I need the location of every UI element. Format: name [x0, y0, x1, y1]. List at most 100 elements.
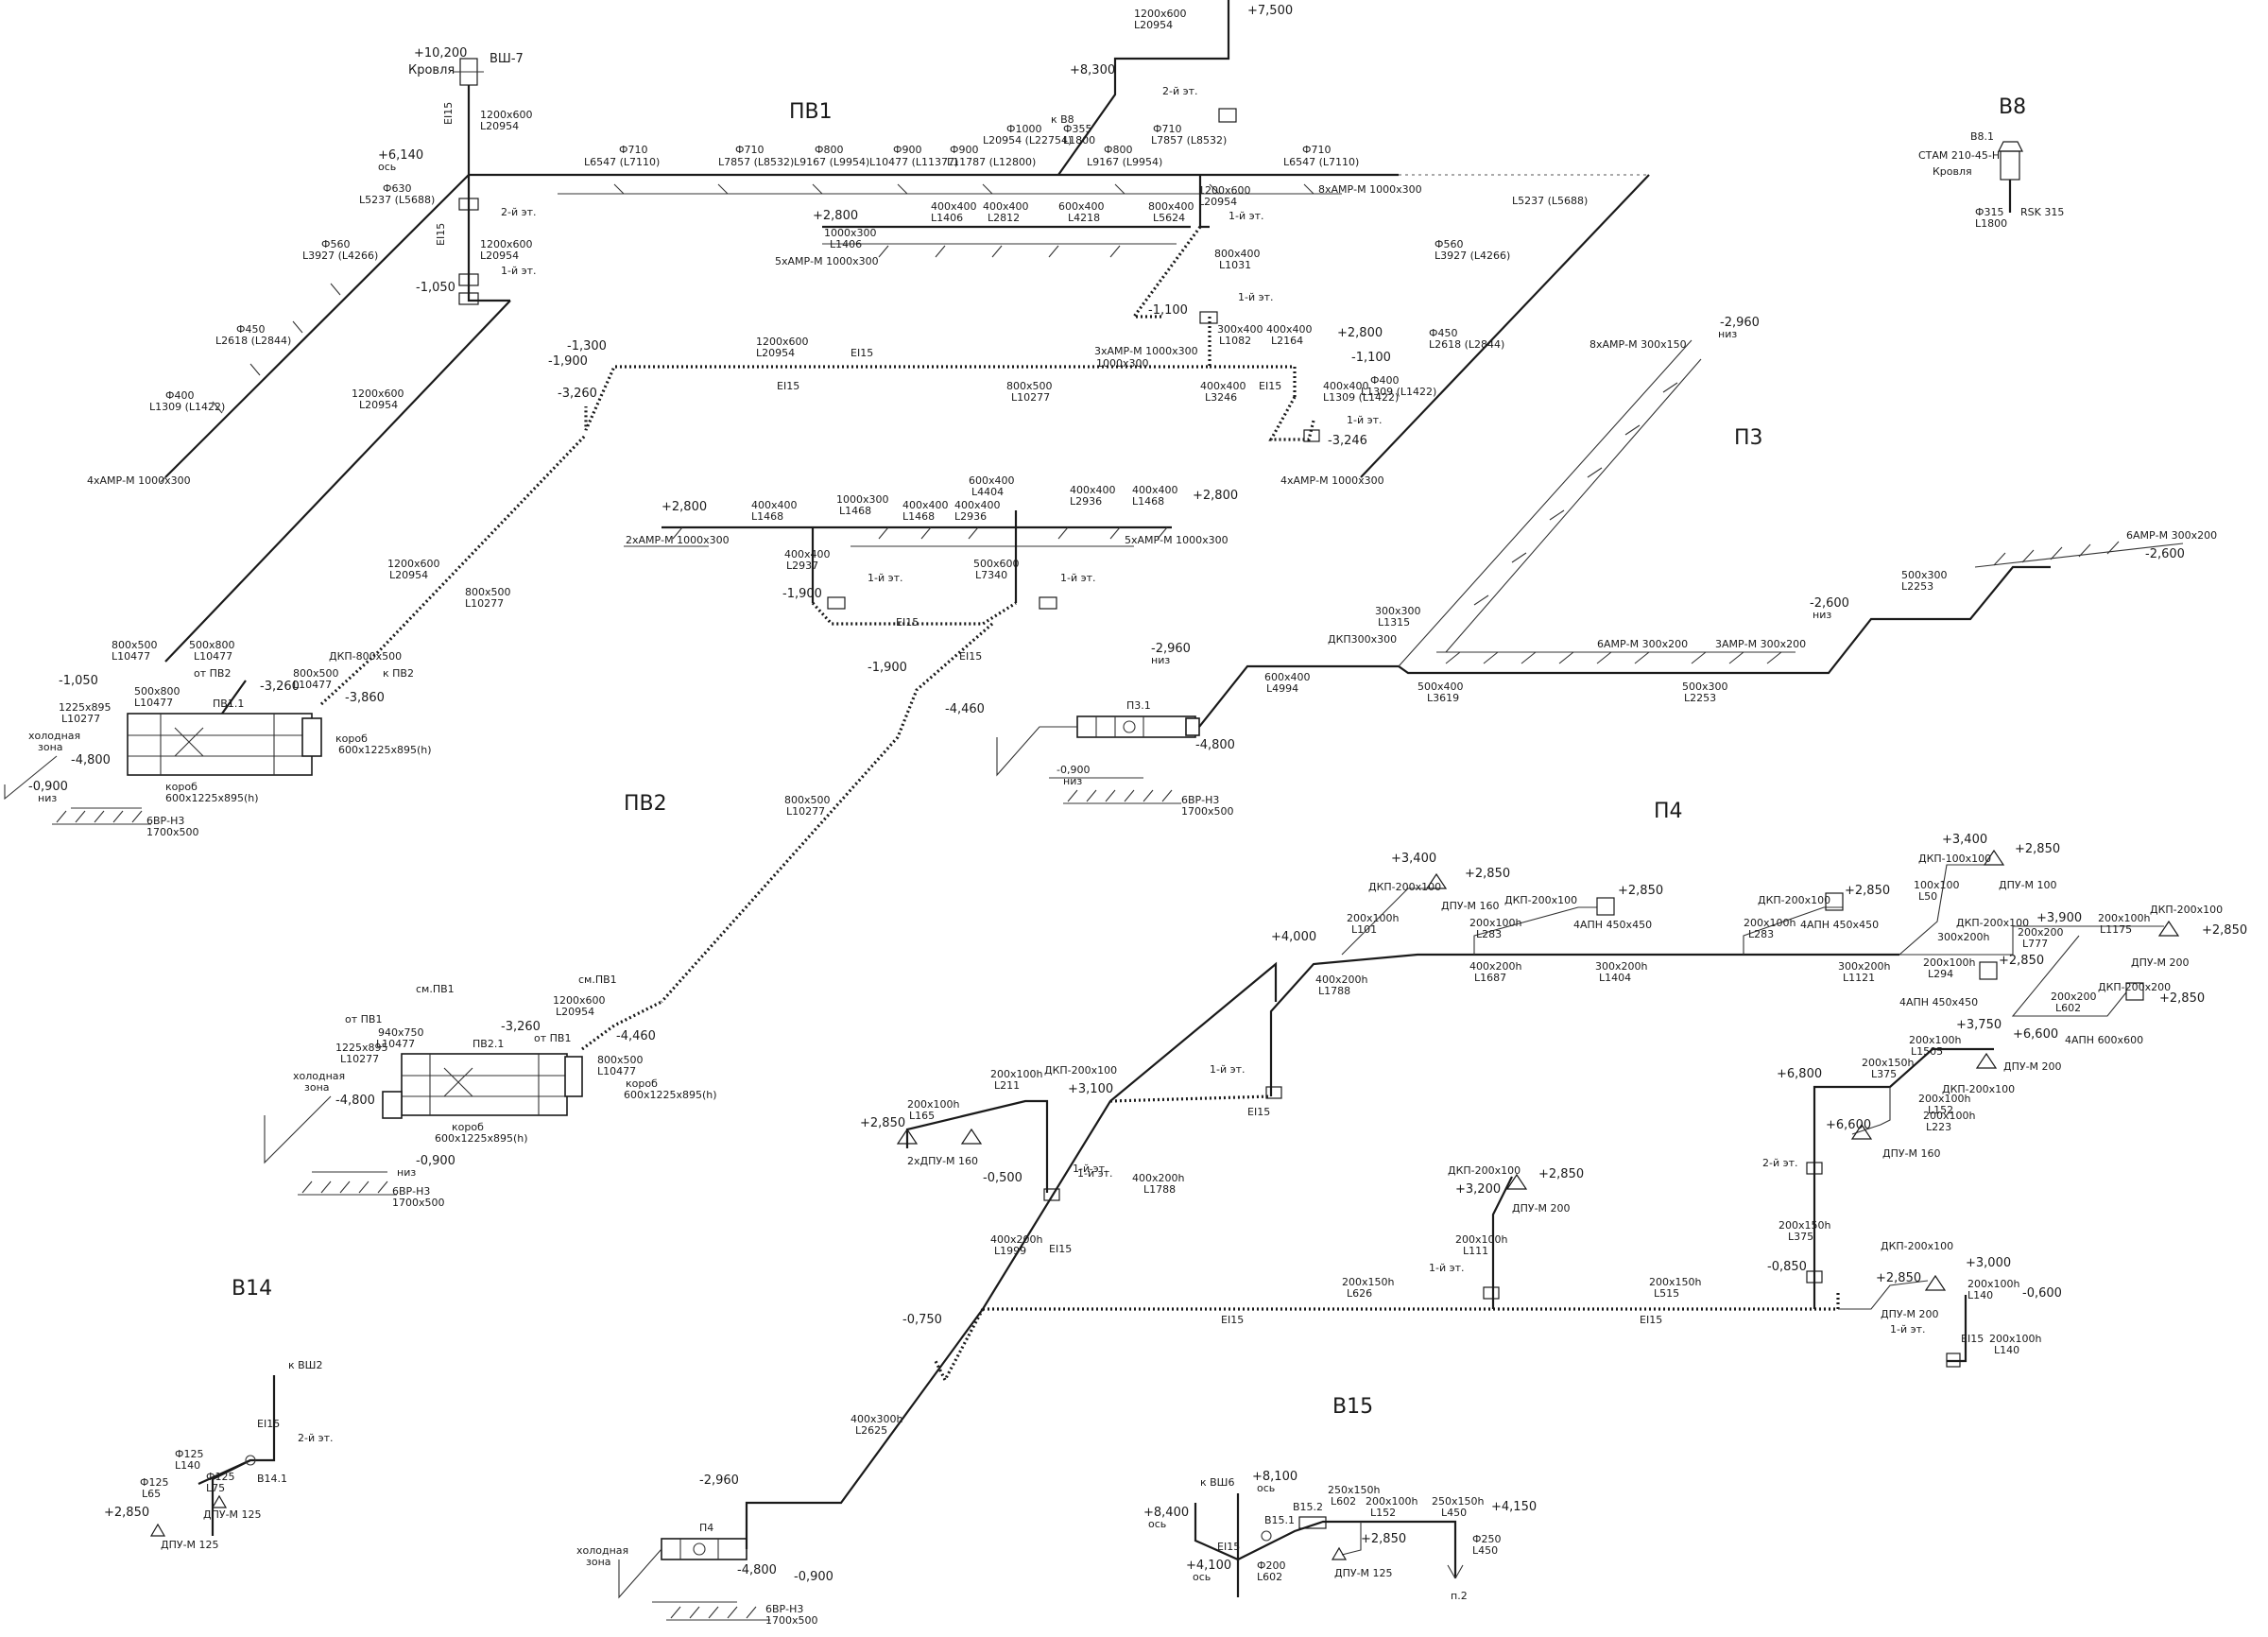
duct-size: 200x100h	[990, 1068, 1043, 1080]
duct-size: 800x500	[784, 794, 831, 806]
duct-diameter: Ф400	[165, 389, 194, 402]
damper-label: ДКП-200x100	[1942, 1083, 2015, 1095]
elev-label: +8,300	[1070, 63, 1115, 78]
damper-label: ДКП-200x200	[2098, 981, 2171, 993]
floor-label: 1-й эт.	[1238, 291, 1274, 303]
duct-size: 200x100h	[1347, 912, 1400, 924]
duct-size: 400x400	[751, 499, 798, 511]
duct-length: L9167 (L9954)	[794, 156, 869, 168]
unit-label: П4	[699, 1522, 713, 1534]
title-p3: П3	[1734, 426, 1763, 450]
duct-size: 400x400	[1266, 323, 1313, 336]
duct-size: 1200x600	[387, 558, 440, 570]
duct-diameter: Ф450	[1429, 327, 1457, 339]
elev-label: +6,600	[2013, 1027, 2058, 1042]
diffuser-label: ДПУ-М 125	[1334, 1567, 1393, 1579]
system-b14: к ВШ2 EI15 2-й эт. В14.1 Ф125 L140 Ф125 …	[104, 1359, 334, 1551]
damper-label: ДКП-200x100	[1881, 1240, 1953, 1252]
diffuser-label: ДПУ-М 160	[1441, 900, 1500, 912]
link-label: см.ПВ1	[578, 974, 617, 986]
duct-length: L1468	[902, 510, 935, 523]
duct-length: L6547 (L7110)	[1283, 156, 1359, 168]
duct-diameter: Ф710	[619, 144, 647, 156]
fire-rating: EI15	[1049, 1243, 1072, 1255]
system-p4: П4 -2,960 холодная зона -4,800 -0,900 6В…	[576, 833, 2247, 1627]
grille-label: 6ВР-Н3	[1181, 794, 1219, 806]
duct-size: 1200x600	[553, 994, 606, 1007]
duct-diameter: Ф710	[735, 144, 764, 156]
duct-length: L111	[1463, 1245, 1488, 1257]
grille-dim: 1700x500	[392, 1197, 445, 1209]
box-dim: 600x1225x895(h)	[624, 1089, 717, 1101]
duct-length: L75	[206, 1482, 225, 1494]
grilles-pv2	[672, 526, 1168, 540]
duct-length: L20954	[480, 120, 519, 132]
elev-label: -1,900	[782, 587, 822, 601]
valve-label: RSK 315	[2020, 206, 2064, 218]
branch-label: к В8	[1051, 113, 1074, 126]
duct-length: L10477	[194, 650, 232, 663]
fire-rating: EI15	[435, 223, 447, 246]
elev-label: -1,900	[548, 354, 588, 369]
unit-label: П3.1	[1126, 699, 1151, 712]
link-label: от ПВ2	[194, 667, 231, 680]
zone-label: холодная	[28, 730, 80, 742]
box-dim: 600x1225x895(h)	[165, 792, 259, 804]
duct-length: L283	[1476, 928, 1502, 940]
grille-label: 5хАМР-М 1000х300	[1125, 534, 1228, 546]
duct-length: L20954	[1198, 196, 1237, 208]
duct-size: 200x100h	[1469, 917, 1522, 929]
duct-size: 400x400	[902, 499, 949, 511]
duct-length: L10277	[786, 805, 825, 818]
duct-size: 600x400	[1264, 671, 1311, 683]
floor-label: 2-й эт.	[1162, 85, 1198, 97]
duct-size: 300x200h	[1838, 960, 1891, 973]
note-label: п.2	[1451, 1590, 1468, 1602]
duct-size: 400x300h	[850, 1413, 903, 1425]
duct-size: 400x400	[1323, 380, 1369, 392]
duct-length: L2625	[855, 1424, 887, 1437]
grilles-top	[613, 183, 1314, 195]
duct-size: 800x500	[293, 667, 339, 680]
duct-size: 250x150h	[1432, 1495, 1485, 1508]
elev-label: +2,850	[1361, 1532, 1406, 1546]
elev-label: +2,850	[1845, 884, 1890, 898]
unit-p31	[1076, 715, 1200, 738]
fire-rating: EI15	[257, 1418, 280, 1430]
elev-label: -3,860	[345, 691, 385, 705]
elev-label: -4,800	[737, 1563, 777, 1577]
duct-length: L165	[909, 1110, 935, 1122]
elev-label: +2,800	[1193, 489, 1238, 503]
damper-label: ДКП300x300	[1328, 633, 1397, 646]
elev-label: +2,850	[860, 1116, 905, 1130]
duct-length: L20954	[389, 569, 428, 581]
duct-length: L3927 (L4266)	[1435, 250, 1510, 262]
floor-label: 1-й эт.	[1890, 1323, 1926, 1335]
duct-length: L101	[1351, 923, 1377, 936]
duct-size: 400x200h	[1132, 1172, 1185, 1184]
title-b14: В14	[232, 1277, 272, 1301]
bottom-label: низ	[1813, 609, 1831, 621]
unit-p4	[661, 1538, 747, 1560]
duct-size: 500x300	[1682, 681, 1728, 693]
intake-grille-2	[298, 1180, 397, 1196]
elev-label: -3,260	[501, 1020, 541, 1034]
duct-diameter: Ф710	[1302, 144, 1331, 156]
duct-length: L10477	[112, 650, 150, 663]
duct-size: 400x400	[954, 499, 1001, 511]
grille-label: 3хАМР-М 1000х300	[1094, 345, 1198, 357]
duct-size: 200x100h	[907, 1098, 960, 1111]
diffuser-label: ДПУ-М 125	[161, 1539, 219, 1551]
duct-length: L140	[1967, 1289, 1993, 1301]
duct-length: L375	[1788, 1231, 1813, 1243]
elev-label: +6,140	[378, 148, 423, 163]
box-label: короб	[626, 1077, 658, 1090]
duct-length: L1031	[1219, 259, 1251, 271]
duct-length: L1082	[1219, 335, 1251, 347]
damper-label: ДКП-800x500	[329, 650, 402, 663]
duct-size: 500x600	[973, 558, 1020, 570]
elev-label: +3,400	[1391, 852, 1436, 866]
duct-length: L1315	[1378, 616, 1410, 629]
link-label: от ПВ1	[345, 1013, 382, 1025]
